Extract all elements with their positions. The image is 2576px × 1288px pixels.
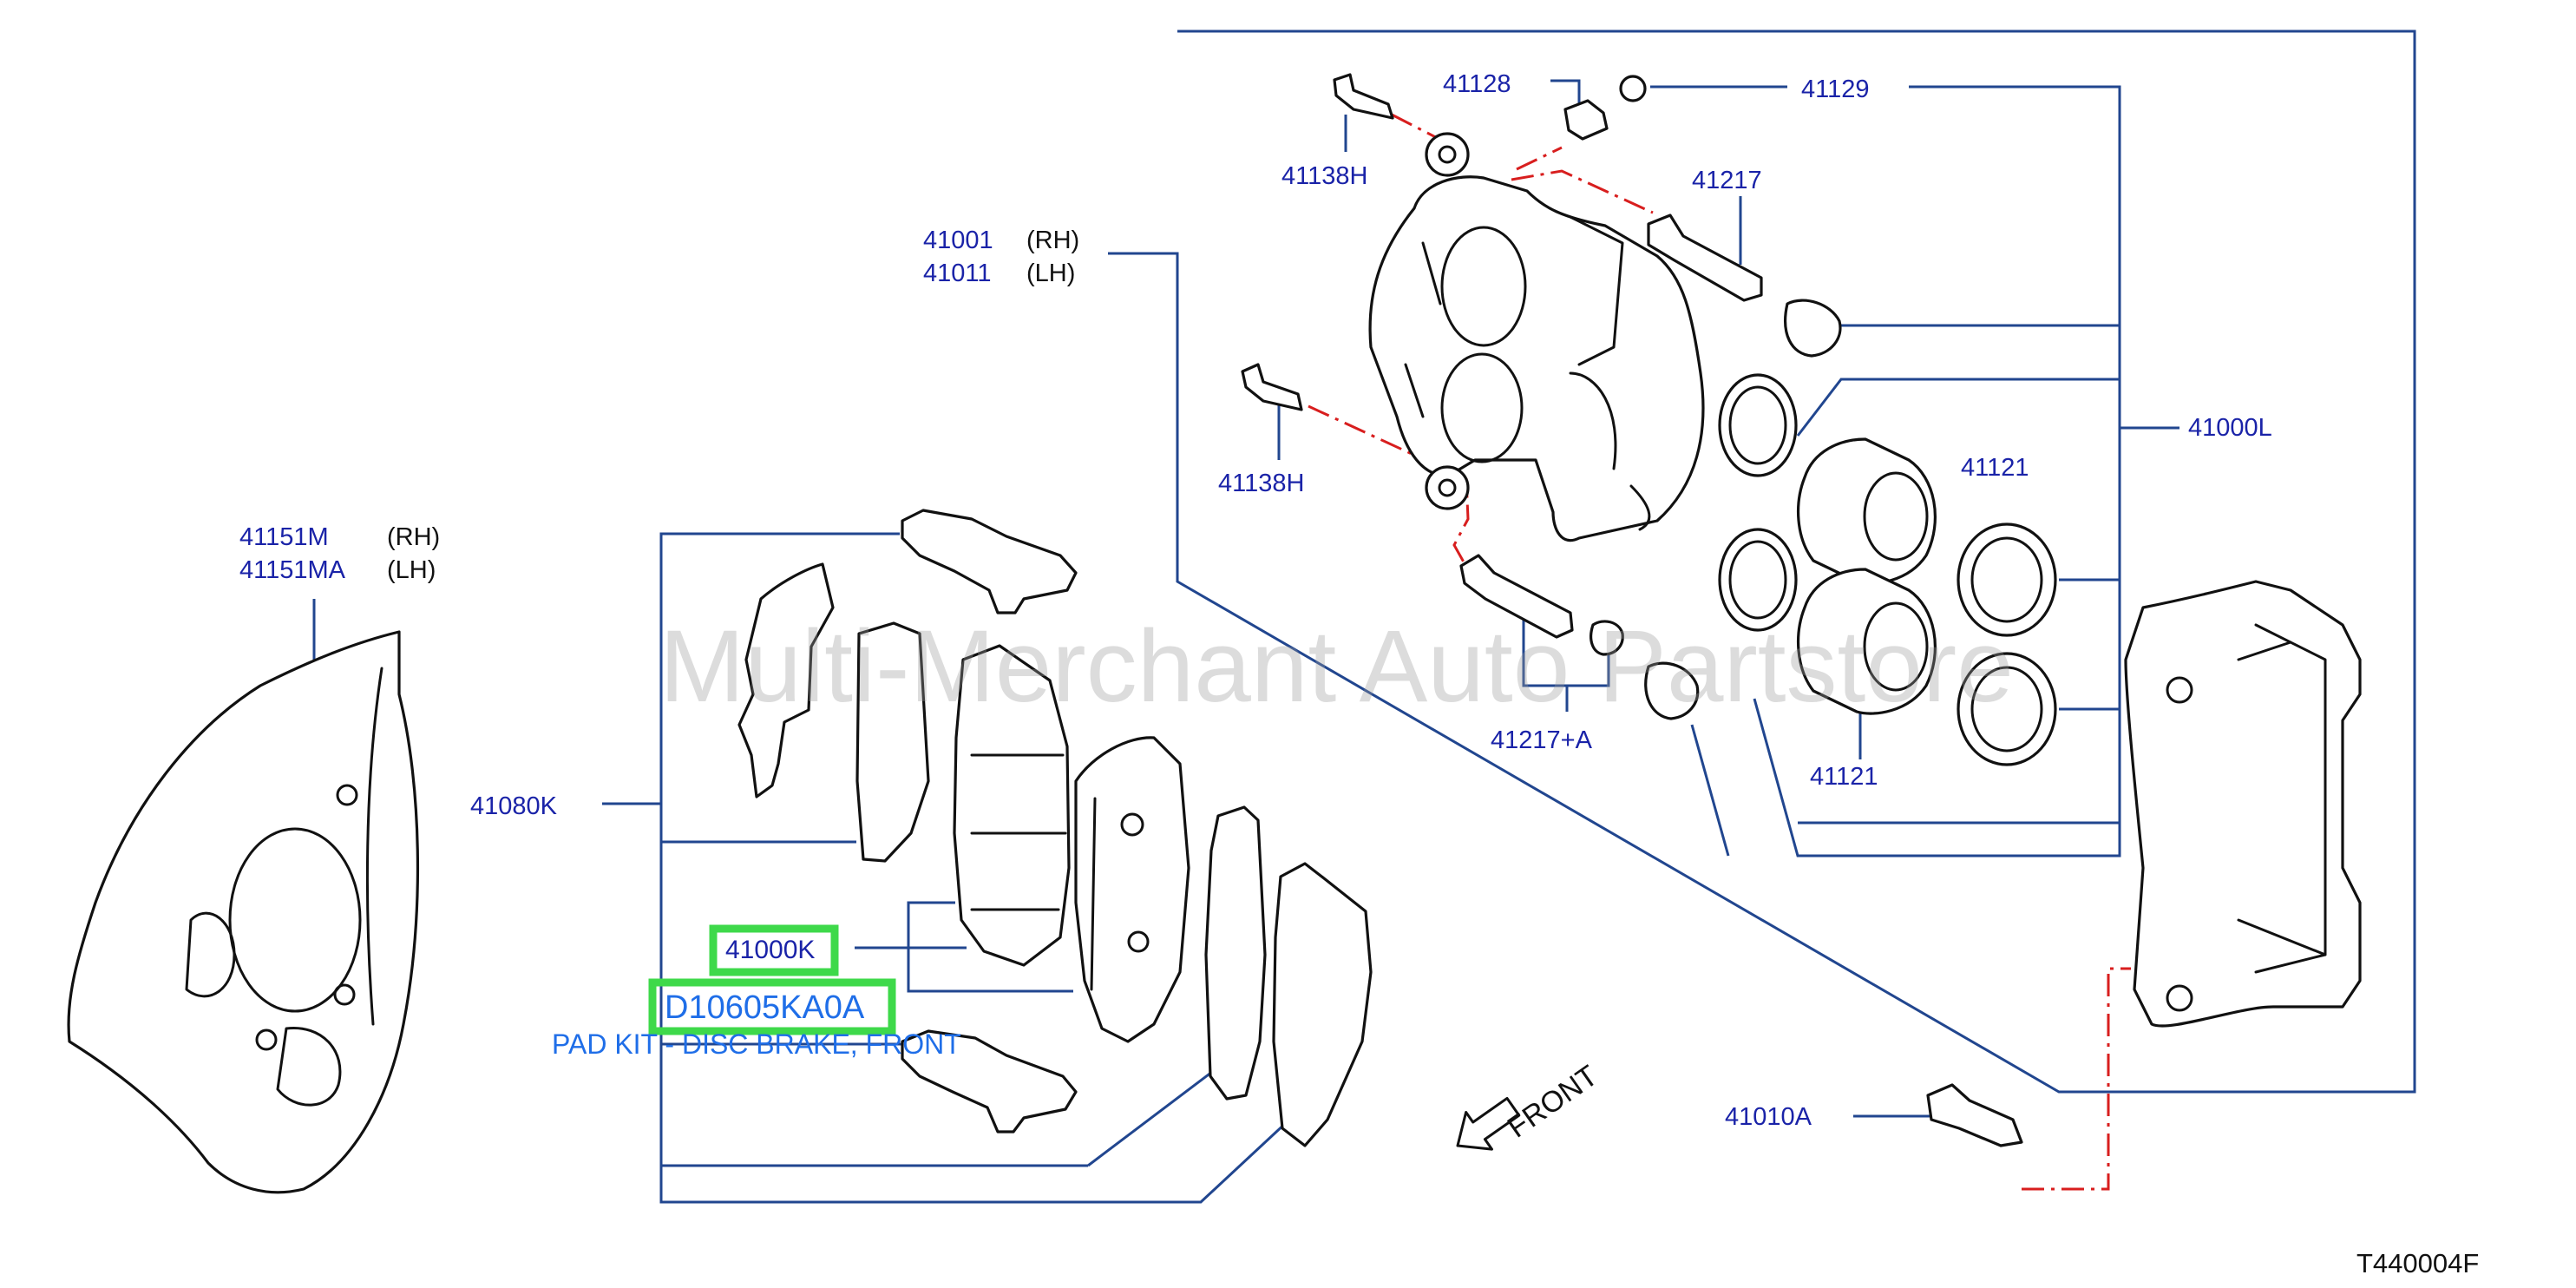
pad-kit-highlight[interactable]: 41000K D10605KA0A PAD KIT - DISC BRAKE, … — [552, 924, 961, 1060]
pad-hardware — [737, 509, 1373, 1147]
highlight-part-number[interactable]: 41000K — [725, 936, 815, 964]
label-41121-lower[interactable]: 41121 — [1810, 763, 1878, 791]
label-lh-caliper: (LH) — [1026, 260, 1075, 287]
label-41129[interactable]: 41129 — [1801, 76, 1870, 103]
label-41217[interactable]: 41217 — [1692, 167, 1762, 194]
highlight-description[interactable]: PAD KIT - DISC BRAKE, FRONT — [552, 1028, 961, 1060]
label-41138h-top[interactable]: 41138H — [1281, 162, 1367, 190]
label-41001[interactable]: 41001 — [923, 227, 993, 254]
label-41128[interactable]: 41128 — [1443, 70, 1511, 98]
caliper-bracket — [2124, 580, 2362, 1028]
label-41010a[interactable]: 41010A — [1725, 1103, 1812, 1131]
label-lh-shield: (LH) — [387, 556, 436, 584]
brake-pads — [953, 644, 1190, 1043]
label-41138h-lower[interactable]: 41138H — [1218, 470, 1304, 497]
label-41000l[interactable]: 41000L — [2188, 414, 2272, 442]
caliper-housing — [1368, 132, 1705, 542]
label-rh-caliper: (RH) — [1026, 227, 1079, 254]
diagram-code: T440004F — [2356, 1248, 2479, 1278]
highlight-box-41000k[interactable] — [709, 924, 839, 976]
caliper-small-parts — [1241, 73, 2057, 1147]
label-41217a[interactable]: 41217+A — [1491, 726, 1593, 754]
label-41151ma[interactable]: 41151MA — [239, 556, 346, 584]
highlight-oem-code[interactable]: D10605KA0A — [665, 989, 865, 1026]
label-41080k[interactable]: 41080K — [470, 792, 558, 820]
part-labels: 41151M (RH) 41151MA (LH) 41001 (RH) 4101… — [239, 70, 2272, 1131]
front-direction-indicator: FRONT — [1456, 1059, 1604, 1151]
label-rh-shield: (RH) — [387, 523, 440, 551]
leader-lines — [312, 30, 2416, 1204]
label-41121-upper[interactable]: 41121 — [1961, 454, 2029, 482]
front-label: FRONT — [1502, 1059, 1604, 1144]
label-41151m[interactable]: 41151M — [239, 523, 329, 551]
label-41011[interactable]: 41011 — [923, 260, 992, 287]
highlight-box-oem-code[interactable] — [648, 978, 896, 1035]
dust-shield — [67, 630, 420, 1194]
watermark: Multi-Merchant Auto Partstore — [659, 609, 2014, 724]
